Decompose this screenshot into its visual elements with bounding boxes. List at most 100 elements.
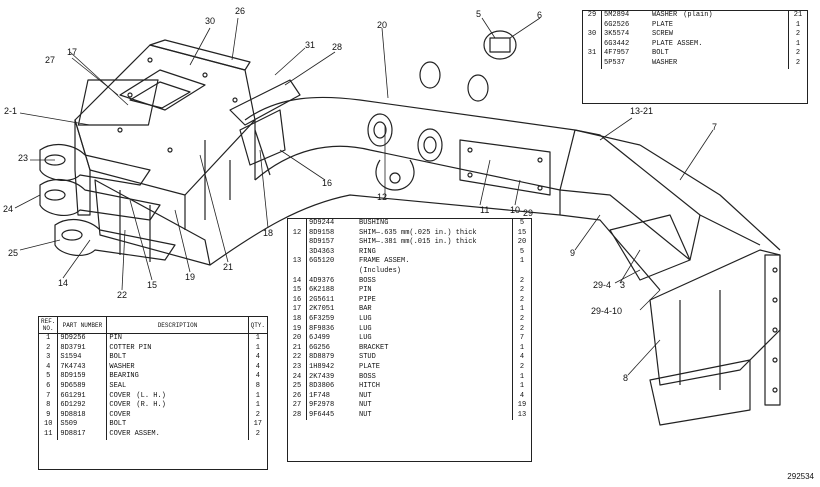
callout-10: 10 [510,205,521,215]
description-text: FRAME ASSEM. [359,257,410,266]
description-cell: WASHER [107,363,248,373]
qty-cell: 5 [512,219,531,229]
qty-cell: 2 [788,58,807,69]
description-text: LUG [359,314,372,323]
description-cell: BOLT [107,420,248,430]
description-cell: PLATE [650,21,789,31]
ref-cell: 7 [39,391,59,402]
ref-cell: 15 [288,286,307,296]
ref-cell: 28 [288,410,307,421]
part-number-cell: 8D9157 [309,238,335,247]
description-text: SCREW [652,30,674,39]
description-text: COVER [109,401,131,410]
part-number-cell: 8D9158 [309,228,335,237]
ref-cell: 18 [288,314,307,325]
part-number-cell: 8D8879 [309,353,335,362]
description-cell: FRAME ASSEM. [357,257,513,267]
part-number-cell: S509 [57,420,108,430]
description-text: PIPE [359,295,376,304]
description-text: BRACKET [359,343,389,352]
qty-cell: 1 [512,343,531,354]
ref-cell: 8 [39,401,59,411]
qty-cell: 21 [788,11,807,21]
part-number-cell: 6G1291 [57,391,108,402]
callout-7: 7 [712,122,718,132]
qty-cell: 2 [512,295,531,306]
callout-20: 20 [377,20,388,30]
qty-cell: 2 [247,429,267,440]
ref-cell: 10 [39,420,59,430]
callout-16: 16 [322,178,333,188]
description-cell: PLATE [357,363,513,373]
qty-cell: 1 [247,333,267,344]
part-number-cell: 6G5120 [309,257,335,266]
ref-cell: 25 [288,382,307,392]
header-qty: QTY. [247,317,267,334]
callout-11: 11 [480,205,490,215]
qty-cell: 4 [512,353,531,363]
description-cell: HITCH [357,382,513,392]
bearing-bosses [367,30,517,191]
callout-14: 14 [58,278,69,288]
description-cell: NUT [357,392,513,402]
ref-cell: 29 [583,11,602,21]
description-text: BOLT [652,49,669,58]
hitch-plates [39,143,211,266]
description-text: WASHER [652,11,678,19]
description-text: BUSHING [359,219,389,227]
part-number-cell: 2K7051 [309,305,335,314]
qty-cell: 7 [512,334,531,344]
description-cell: LUG [357,334,513,344]
description-text: LUG [359,324,372,333]
ref-cell: 31 [583,49,602,59]
description-cell: SEAL [107,382,248,392]
description-cell: BOSS [357,373,513,383]
ref-cell: 11 [39,429,59,440]
qty-cell: 1 [788,39,807,50]
callout-2-1: 2-1 [4,106,18,116]
ref-cell: 5 [39,372,59,382]
part-number-cell: 6J499 [309,334,331,343]
part-number-cell: 2G5611 [309,295,335,304]
description-text: PIN [359,286,372,295]
description-cell: LUG [357,325,513,335]
qty-cell: 2 [788,30,807,40]
qty-cell: 1 [788,20,807,31]
qty-cell: 2 [512,362,531,373]
callout-31: 31 [305,40,316,50]
description-text: STUD [359,353,376,362]
part-number-cell: 6K2188 [309,286,335,295]
qty-cell: 1 [247,391,267,402]
description-cell: BOLT [650,49,789,59]
qty-cell: 2 [788,49,807,59]
ref-cell: 26 [288,391,307,402]
ref-cell: 20 [288,334,307,344]
table-row: (Includes) [288,266,531,277]
description-text: (Includes) [359,266,402,275]
description-text: BAR [359,305,372,314]
ref-cell: 21 [288,343,307,354]
callout-17: 17 [67,47,78,57]
qty-cell: 17 [247,420,267,430]
description-text: WASHER [109,362,135,371]
ref-cell [583,20,602,31]
callout-27: 27 [45,55,56,65]
description-cell: NUT [357,411,513,421]
